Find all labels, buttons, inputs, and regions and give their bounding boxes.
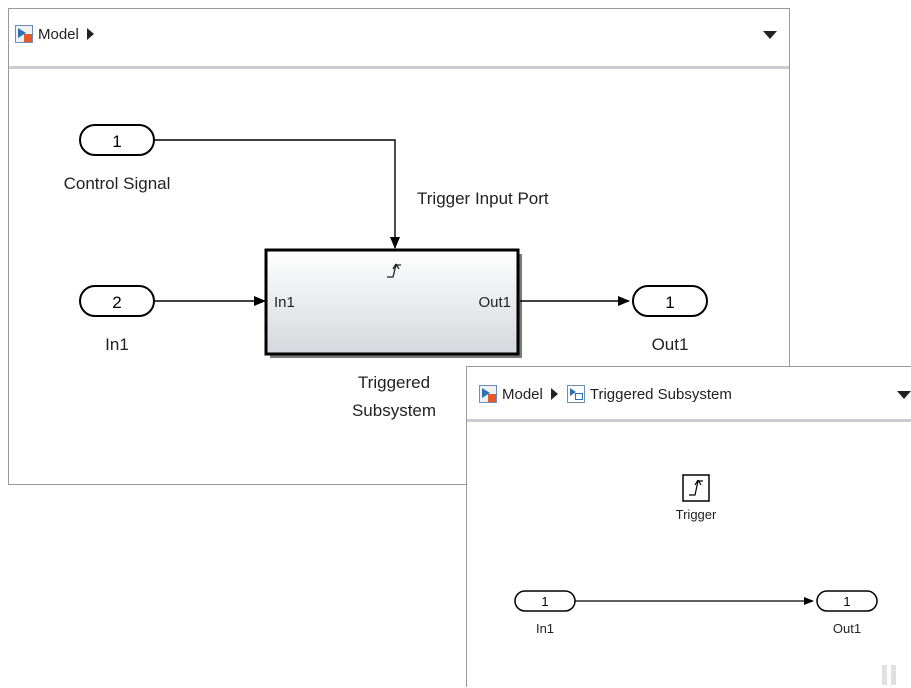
breadcrumb-arrow-icon [550,388,558,400]
trigger-signal-line[interactable] [154,139,400,249]
out1-label: Out1 [652,335,689,354]
trigger-input-port-label: Trigger Input Port [417,189,549,208]
model-icon[interactable] [479,385,497,403]
main-toolbar: Model [9,9,789,69]
sub-in1-label: In1 [536,621,554,636]
subsystem-diagram: Trigger 1 In1 1 Out1 [514,474,896,685]
control-signal-label: Control Signal [64,174,171,193]
sub-out1-label: Out1 [833,621,861,636]
resize-grip[interactable] [882,665,896,685]
breadcrumb-model[interactable]: Model [38,25,79,43]
breadcrumb-triggered-subsystem[interactable]: Triggered Subsystem [589,385,732,403]
out1-outport[interactable]: 1 [632,285,708,317]
out1-port-number: 1 [665,293,674,312]
trigger-block[interactable] [682,474,710,502]
in1-label: In1 [105,335,129,354]
subsystem-icon[interactable] [566,385,585,403]
main-model-window: Model [8,8,790,485]
dropdown-icon[interactable] [763,31,777,39]
in1-inport[interactable]: 2 [79,285,155,317]
control-signal-port-number: 1 [112,132,121,151]
sub-out1-outport[interactable]: 1 [816,590,878,612]
sub-in1-inport[interactable]: 1 [514,590,576,612]
trigger-icon [387,263,401,278]
trigger-icon [689,479,703,496]
model-icon[interactable] [15,25,33,43]
trigger-label: Trigger [676,507,717,522]
subsystem-out-port-label: Out1 [478,294,511,311]
breadcrumb-model[interactable]: Model [502,385,543,403]
subsystem-breadcrumb: Model Triggered Subsystem [479,385,732,403]
triggered-subsystem-block[interactable]: In1 Out1 [264,248,522,358]
subsystem-toolbar: Model Triggered Subsystem [467,367,911,422]
control-signal-inport[interactable]: 1 [79,124,155,156]
dropdown-icon[interactable] [897,391,911,399]
in1-port-number: 2 [112,293,121,312]
main-breadcrumb: Model [15,25,94,43]
subsystem-in-port-label: In1 [274,294,295,311]
subsystem-name-line1: Triggered [358,373,430,392]
sub-in1-port-number: 1 [541,594,548,609]
breadcrumb-arrow-icon [86,28,94,40]
subsystem-name-line2: Subsystem [352,401,436,420]
subsystem-window: Model Triggered Subsystem Trigger [466,366,911,687]
sub-out1-port-number: 1 [843,594,850,609]
